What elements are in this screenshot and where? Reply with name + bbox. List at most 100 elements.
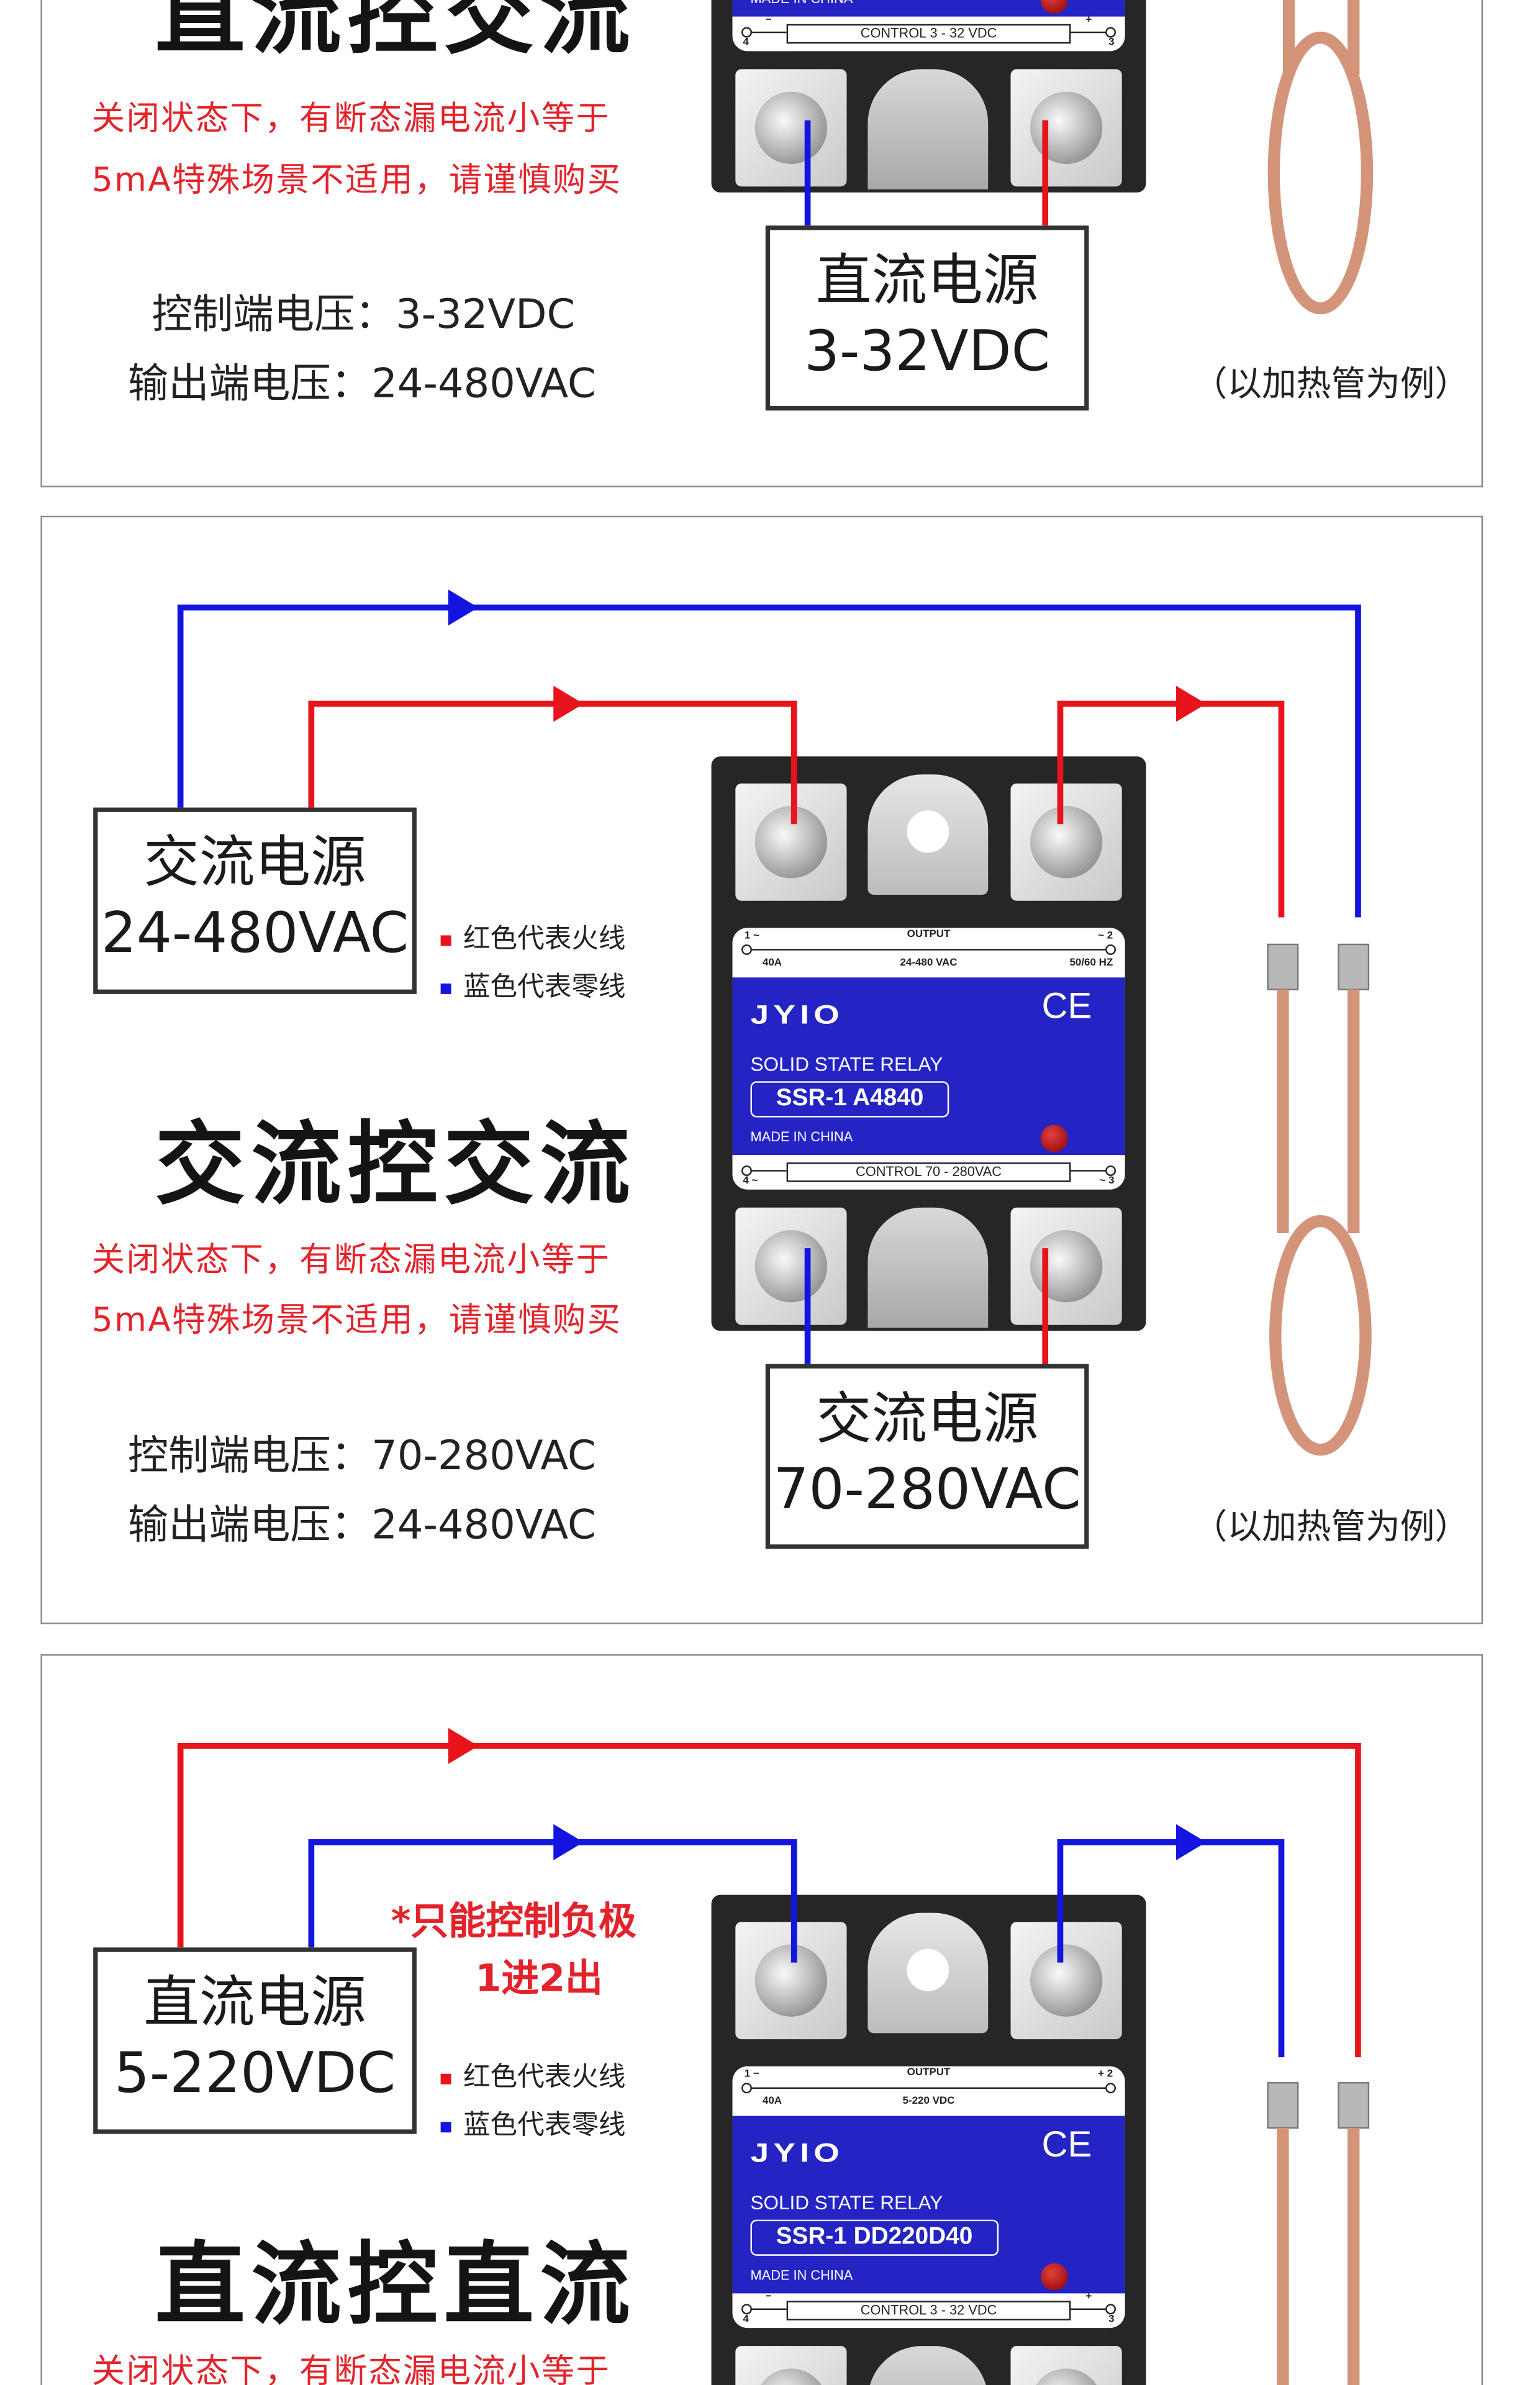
- legend-red: 红色代表火线: [440, 2056, 626, 2095]
- relay-model: SSR-1 A4840: [750, 1081, 949, 1118]
- relay-blue-label: JYIO CE SOLID STATE RELAY SSR-1 DD220D40…: [732, 2116, 1125, 2294]
- frequency: 50/60 HZ: [1069, 957, 1113, 969]
- solid-state-relay: 1 − OUTPUT + 2 40A 5-220 VDC JYIO CE SOL…: [711, 1894, 1146, 2385]
- control-terminal-4[interactable]: [735, 69, 847, 187]
- brand-logo: JYIO: [750, 2137, 845, 2168]
- screw-icon: [754, 1944, 828, 2017]
- control-left-label: 4 ~: [743, 1175, 758, 1187]
- legend-blue: 蓝色代表零线: [440, 966, 626, 1005]
- control-rating: CONTROL 70 - 280VAC: [786, 1162, 1071, 1182]
- terminal-dot: [741, 2083, 752, 2094]
- screw-icon: [1030, 91, 1103, 164]
- warning-note: 关闭状态下，有断态漏电流小等于: [91, 101, 611, 138]
- mounting-tab: [867, 774, 989, 895]
- legend-label: 蓝色代表零线: [463, 971, 626, 1003]
- output-left-label: 1 −: [744, 2069, 759, 2080]
- mounting-tab: [867, 1912, 989, 2034]
- panel-title: 交流控交流: [155, 1113, 636, 1218]
- warning-line: *只能控制负极: [391, 1899, 636, 1944]
- source-type: 交流电源: [815, 1386, 1039, 1452]
- control-sign-left: −: [765, 15, 772, 26]
- control-left-label: 4: [743, 2314, 749, 2325]
- relay-model: SSR-1 DD220D40: [750, 2219, 999, 2256]
- made-in: MADE IN CHINA: [750, 2268, 853, 2283]
- mounting-hole: [907, 810, 949, 853]
- output-title: OUTPUT: [907, 2068, 951, 2079]
- brand-logo: JYIO: [750, 999, 845, 1030]
- solid-state-relay: 1 ~ OUTPUT ~ 2 40A 24-480 VAC 50/60 HZ J…: [711, 756, 1146, 1331]
- output-right-label: + 2: [1098, 2069, 1113, 2080]
- control-terminal-4[interactable]: [735, 1207, 847, 1325]
- source-voltage: 3-32VDC: [804, 319, 1051, 384]
- control-voltage: 控制端电压：3-32VDC: [152, 291, 576, 338]
- control-sign-right: +: [1085, 15, 1092, 26]
- ce-mark: CE: [1041, 2125, 1092, 2166]
- control-right-label: ~ 3: [1099, 1175, 1115, 1187]
- control-terminal-4[interactable]: [735, 2346, 847, 2385]
- output-left-label: 1 ~: [744, 931, 759, 942]
- control-terminal-3[interactable]: [1010, 1207, 1122, 1325]
- blue-square-icon: [440, 2121, 451, 2132]
- control-left-label: 4: [743, 37, 749, 48]
- legend-label: 红色代表火线: [463, 923, 626, 955]
- control-right-label: 3: [1108, 2314, 1115, 2325]
- source-type: 直流电源: [815, 248, 1039, 313]
- screw-icon: [1030, 2368, 1103, 2385]
- example-caption: （以加热管为例）: [1192, 1508, 1470, 1548]
- screw-icon: [1030, 806, 1103, 879]
- legend-red: 红色代表火线: [440, 917, 626, 956]
- legend-blue: 蓝色代表零线: [440, 2104, 626, 2143]
- terminal-dot: [1105, 27, 1116, 38]
- output-terminal-1[interactable]: [735, 783, 847, 901]
- control-sign-right: +: [1085, 2291, 1092, 2302]
- screw-icon: [1030, 1944, 1103, 2017]
- screw-icon: [1030, 1230, 1103, 1303]
- output-terminal-1[interactable]: [735, 1922, 847, 2040]
- load-source-box: 直流电源 5-220VDC: [93, 1947, 417, 2134]
- warning-note: 关闭状态下，有断态漏电流小等于: [91, 2353, 611, 2385]
- relay-blue-label: JYIO CE SOLID STATE RELAY SSR-1 D4840 MA…: [732, 0, 1125, 17]
- relay-blue-label: JYIO CE SOLID STATE RELAY SSR-1 A4840 MA…: [732, 977, 1125, 1156]
- terminal-dot: [741, 27, 752, 38]
- source-type: 交流电源: [143, 830, 366, 895]
- source-voltage: 24-480VAC: [101, 900, 409, 966]
- output-right-label: ~ 2: [1098, 931, 1113, 942]
- relay-notch: [867, 1207, 989, 1328]
- output-terminal-2[interactable]: [1010, 1922, 1122, 2040]
- control-terminal-3[interactable]: [1010, 2346, 1122, 2385]
- terminal-dot: [1105, 1165, 1116, 1176]
- legend-label: 红色代表火线: [463, 2061, 626, 2094]
- terminal-dot: [741, 944, 752, 955]
- warning-note: 关闭状态下，有断态漏电流小等于: [91, 1242, 611, 1280]
- control-source-box: 直流电源 3-32VDC: [765, 225, 1089, 411]
- red-square-icon: [440, 935, 451, 946]
- made-in: MADE IN CHINA: [751, 0, 853, 6]
- terminal-dot: [741, 1165, 752, 1176]
- status-led-icon: [1040, 0, 1068, 14]
- control-voltage: 控制端电压：70-280VAC: [127, 1433, 596, 1480]
- control-rating: CONTROL 3 - 32 VDC: [786, 24, 1071, 44]
- output-voltage: 输出端电压：24-480VAC: [127, 1502, 596, 1549]
- control-terminal-3[interactable]: [1010, 69, 1122, 187]
- relay-type: SOLID STATE RELAY: [750, 2191, 943, 2214]
- warning-note: 5mA特殊场景不适用，请谨慎购买: [91, 162, 622, 201]
- control-rating: CONTROL 3 - 32 VDC: [786, 2301, 1071, 2320]
- red-square-icon: [440, 2073, 451, 2084]
- current-rating: 40A: [762, 2096, 782, 2107]
- example-caption: （以加热管为例）: [1192, 365, 1470, 405]
- warning-note: 5mA特殊场景不适用，请谨慎购买: [91, 1302, 622, 1340]
- source-type: 直流电源: [143, 1970, 366, 2035]
- screw-icon: [754, 806, 828, 879]
- mounting-hole: [907, 1948, 949, 1991]
- ce-mark: CE: [1041, 986, 1092, 1028]
- control-right-label: 3: [1108, 37, 1115, 48]
- source-voltage: 5-220VDC: [114, 2040, 396, 2106]
- output-title: OUTPUT: [907, 929, 951, 940]
- terminal-dot: [1105, 2083, 1116, 2094]
- output-range: 5-220 VDC: [902, 2096, 955, 2107]
- terminal-dot: [1105, 944, 1116, 955]
- output-terminal-2[interactable]: [1010, 783, 1122, 901]
- output-range: 24-480 VAC: [900, 957, 958, 969]
- relay-notch: [867, 69, 989, 190]
- source-voltage: 70-280VAC: [773, 1457, 1081, 1522]
